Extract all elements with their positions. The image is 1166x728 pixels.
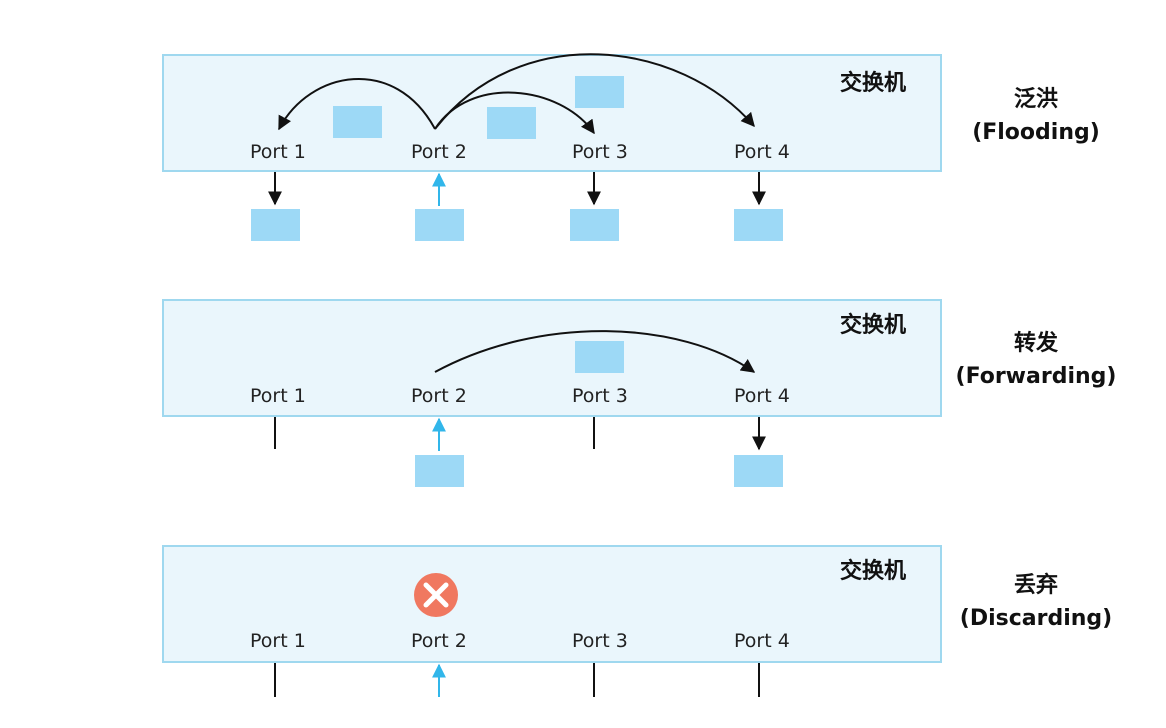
data-frame (415, 455, 464, 487)
switch-box (162, 545, 942, 663)
flood-arrow-to-port-1 (278, 78, 436, 131)
data-frame (333, 106, 382, 138)
flood-arrow-to-port-4 (434, 53, 755, 130)
data-frame (570, 209, 619, 241)
port-label-4: Port 4 (734, 630, 790, 652)
port-label-3: Port 3 (572, 141, 628, 163)
data-frame (415, 209, 464, 241)
port-label-1: Port 1 (250, 385, 306, 407)
forward-arrow-to-port-4 (434, 330, 756, 373)
switch-label: 交换机 (840, 312, 906, 338)
port-label-2: Port 2 (411, 141, 467, 163)
data-frame (251, 209, 300, 241)
port-label-4: Port 4 (734, 141, 790, 163)
port-label-4: Port 4 (734, 385, 790, 407)
data-frame (487, 107, 536, 139)
mode-label-en: (Discarding) (960, 606, 1112, 631)
panel-flooding: 交换机 Port 1 Port 2 Port 3 Port 4 泛洪 (Floo… (162, 53, 1100, 241)
mode-label-cn: 泛洪 (1014, 87, 1058, 112)
data-frame (734, 455, 783, 487)
port-label-3: Port 3 (572, 385, 628, 407)
panel-discarding: 交换机 Port 1 Port 2 Port 3 Port 4 丢弃 (Disc… (162, 545, 1112, 697)
data-frame (734, 209, 783, 241)
mode-label-cn: 丢弃 (1014, 572, 1058, 598)
mode-label-cn: 转发 (1014, 330, 1059, 356)
data-frame (575, 76, 624, 108)
mode-label-en: (Flooding) (972, 120, 1100, 145)
mode-label-en: (Forwarding) (956, 364, 1117, 389)
port-label-2: Port 2 (411, 385, 467, 407)
discard-x-icon (414, 573, 458, 617)
switch-label: 交换机 (840, 70, 906, 96)
port-label-2: Port 2 (411, 630, 467, 652)
port-label-1: Port 1 (250, 630, 306, 652)
data-frame (575, 341, 624, 373)
port-label-3: Port 3 (572, 630, 628, 652)
port-label-1: Port 1 (250, 141, 306, 163)
switch-label: 交换机 (840, 558, 906, 584)
switch-box (162, 299, 942, 417)
switch-box (162, 54, 942, 172)
panel-forwarding: 交换机 Port 1 Port 2 Port 3 Port 4 转发 (Forw… (162, 299, 1117, 487)
